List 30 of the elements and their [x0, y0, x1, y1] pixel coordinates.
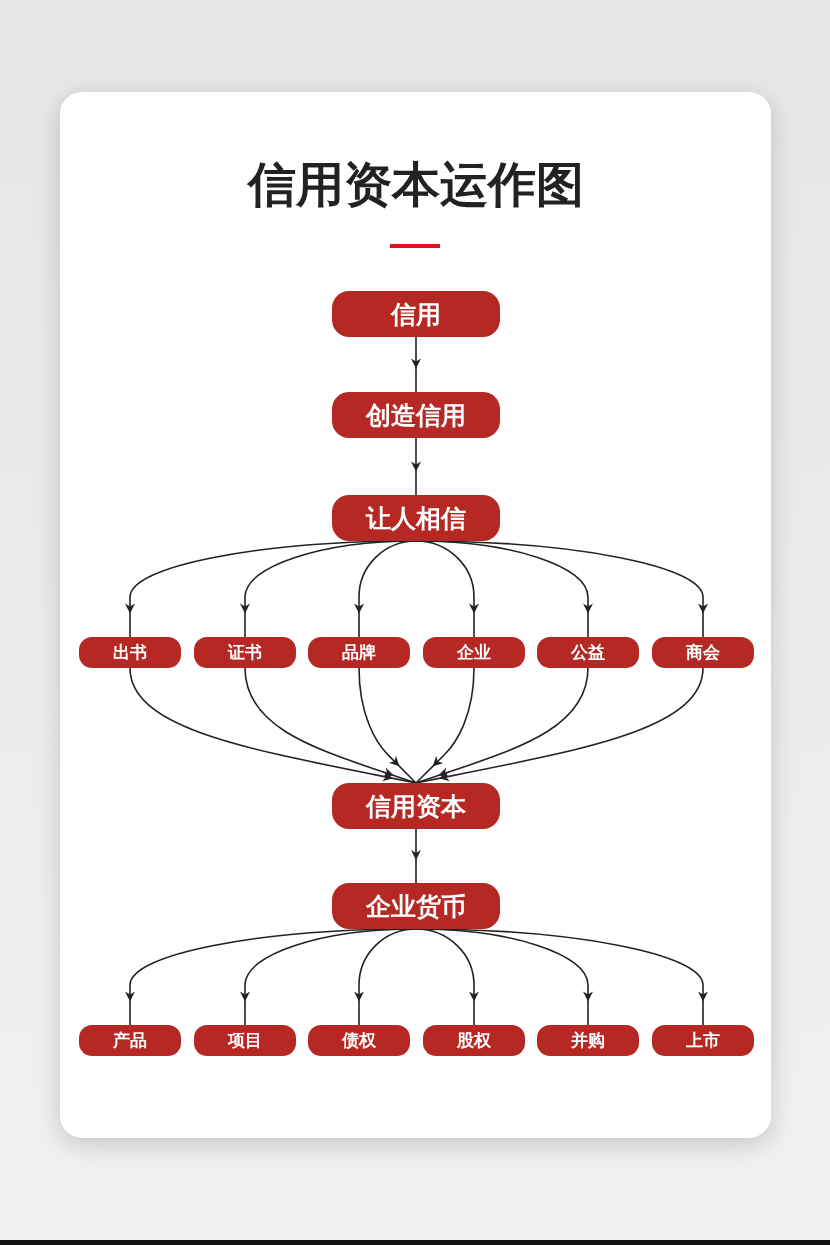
arrow	[411, 437, 421, 496]
arrow	[415, 540, 708, 638]
arrow	[244, 667, 417, 784]
item-box: 企业	[423, 637, 525, 668]
arrow	[411, 828, 421, 884]
item-box: 债权	[308, 1025, 410, 1056]
item-box: 上市	[652, 1025, 754, 1056]
title: 信用资本运作图	[248, 157, 584, 213]
item-box: 商会	[652, 637, 754, 668]
arrow	[354, 928, 417, 1026]
step-box: 让人相信	[332, 495, 500, 541]
item-box: 证书	[194, 637, 296, 668]
step-box: 信用资本	[332, 783, 500, 829]
item-box: 项目	[194, 1025, 296, 1056]
arrow	[354, 540, 417, 638]
arrow	[415, 667, 589, 784]
arrow	[415, 667, 475, 784]
item-box: 并购	[537, 1025, 639, 1056]
arrow	[415, 928, 708, 1026]
arrow	[415, 667, 704, 784]
step-box: 创造信用	[332, 392, 500, 438]
step-box: 企业货币	[332, 883, 500, 929]
item-box: 产品	[79, 1025, 181, 1056]
item-box: 股权	[423, 1025, 525, 1056]
arrow	[411, 336, 421, 393]
step-box: 信用	[332, 291, 500, 337]
item-box: 品牌	[308, 637, 410, 668]
item-box: 公益	[537, 637, 639, 668]
arrow	[358, 667, 417, 784]
item-box: 出书	[79, 637, 181, 668]
